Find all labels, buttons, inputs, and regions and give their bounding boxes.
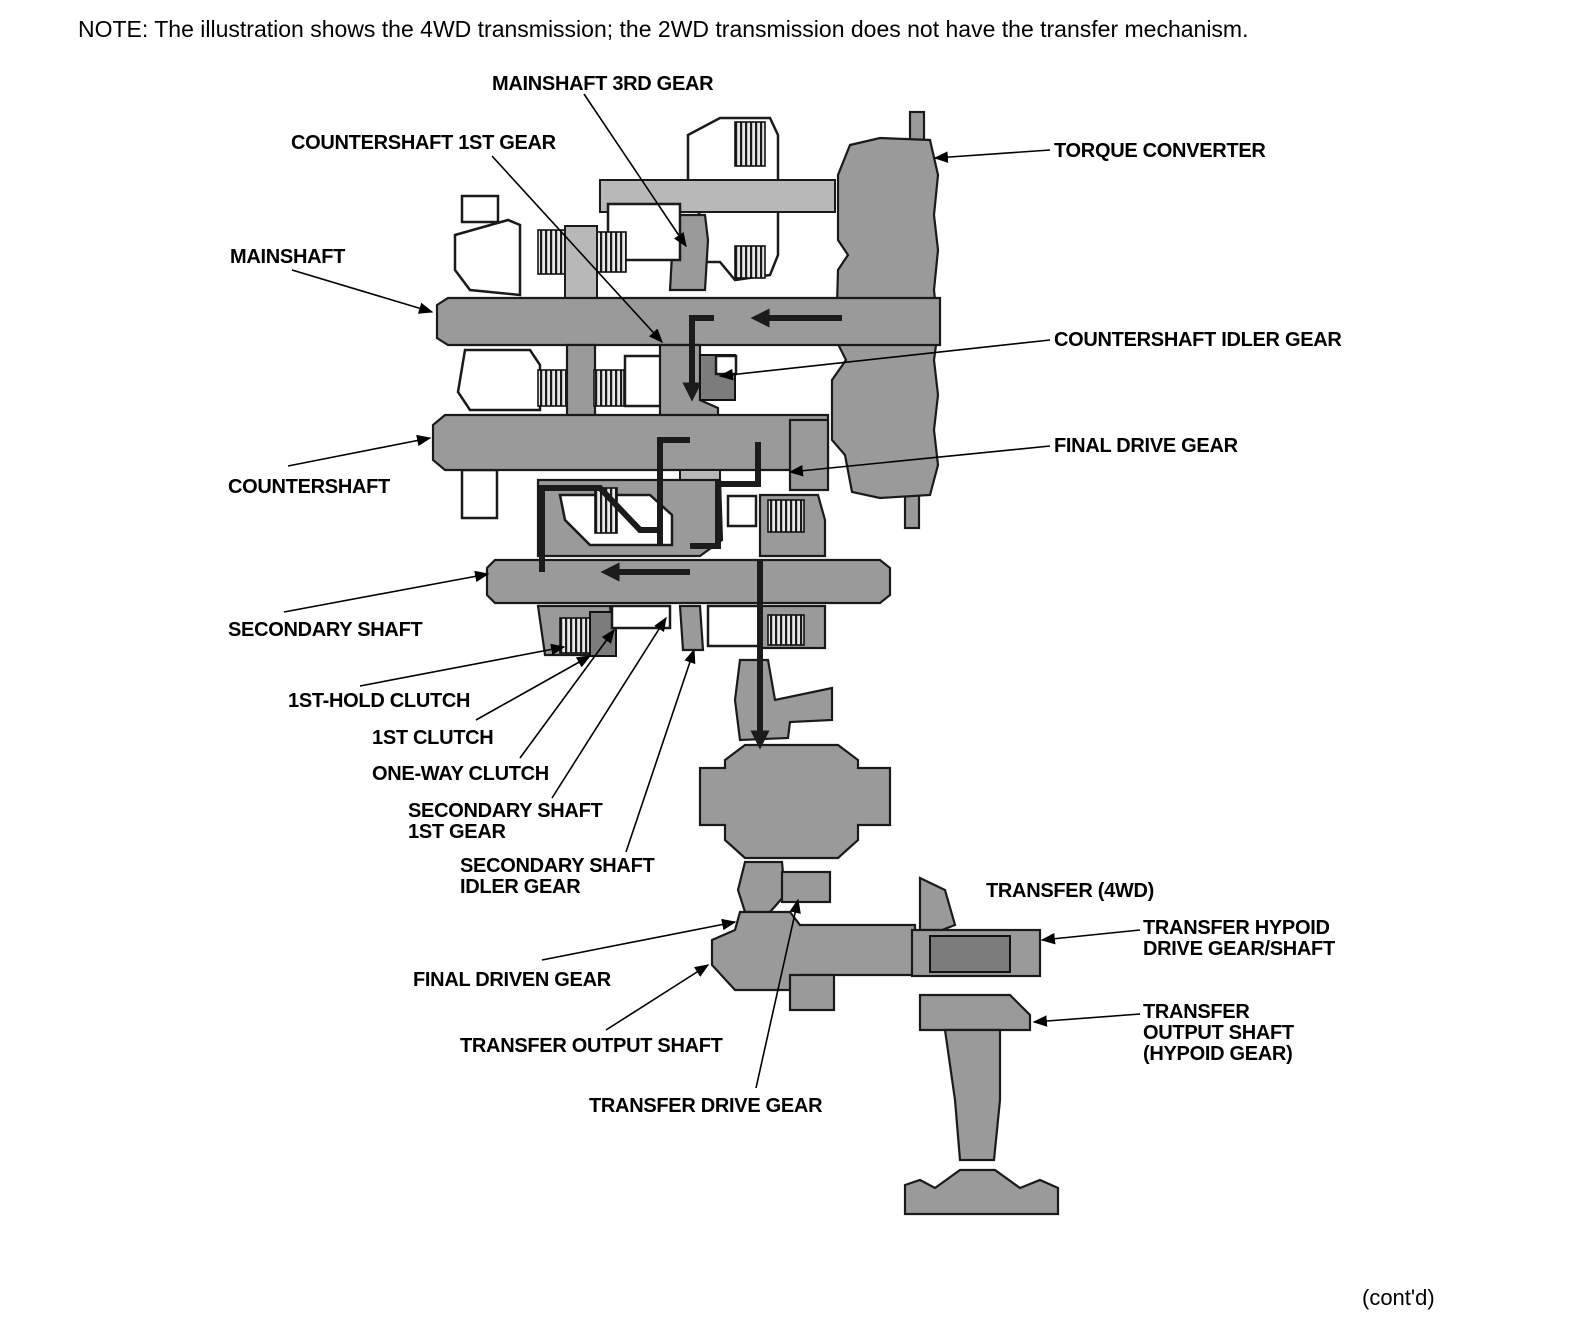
label-countershaft: COUNTERSHAFT xyxy=(228,476,390,498)
label-countershaft-idler-gear: COUNTERSHAFT IDLER GEAR xyxy=(1054,329,1342,351)
mainshaft-gear-assembly xyxy=(453,116,836,301)
secondary-shaft-assembly xyxy=(485,478,892,657)
label-transfer-output-shaft-hypoid: TRANSFER OUTPUT SHAFT (HYPOID GEAR) xyxy=(1143,1001,1299,1065)
label-secondary-shaft-idler-gear: SECONDARY SHAFT IDLER GEAR xyxy=(460,855,660,898)
leader-lines xyxy=(283,93,1141,1089)
differential-assembly xyxy=(698,658,892,914)
label-final-drive-gear: FINAL DRIVE GEAR xyxy=(1054,435,1239,457)
label-1st-clutch: 1ST CLUTCH xyxy=(372,727,493,749)
label-countershaft-1st-gear: COUNTERSHAFT 1ST GEAR xyxy=(291,132,557,154)
label-mainshaft-3rd-gear: MAINSHAFT 3RD GEAR xyxy=(492,73,714,95)
label-transfer-output-shaft: TRANSFER OUTPUT SHAFT xyxy=(460,1035,723,1057)
label-final-driven-gear: FINAL DRIVEN GEAR xyxy=(413,969,612,991)
countershaft xyxy=(431,413,830,505)
label-torque-converter: TORQUE CONVERTER xyxy=(1054,140,1266,162)
label-transfer-4wd: TRANSFER (4WD) xyxy=(986,880,1154,902)
label-transfer-hypoid-drive-gear-shaft: TRANSFER HYPOID DRIVE GEAR/SHAFT xyxy=(1143,917,1335,960)
label-1st-hold-clutch: 1ST-HOLD CLUTCH xyxy=(288,690,470,712)
transfer-assembly xyxy=(710,876,1060,1216)
label-mainshaft: MAINSHAFT xyxy=(230,246,345,268)
label-one-way-clutch: ONE-WAY CLUTCH xyxy=(372,763,549,785)
power-flow-path xyxy=(539,308,842,750)
mainshaft xyxy=(435,296,942,347)
note-text: NOTE: The illustration shows the 4WD tra… xyxy=(78,16,1249,42)
continued-marker: (cont'd) xyxy=(1362,1285,1435,1310)
label-secondary-shaft-1st-gear: SECONDARY SHAFT 1ST GEAR xyxy=(408,800,608,843)
label-secondary-shaft: SECONDARY SHAFT xyxy=(228,619,422,641)
label-transfer-drive-gear: TRANSFER DRIVE GEAR xyxy=(589,1095,823,1117)
